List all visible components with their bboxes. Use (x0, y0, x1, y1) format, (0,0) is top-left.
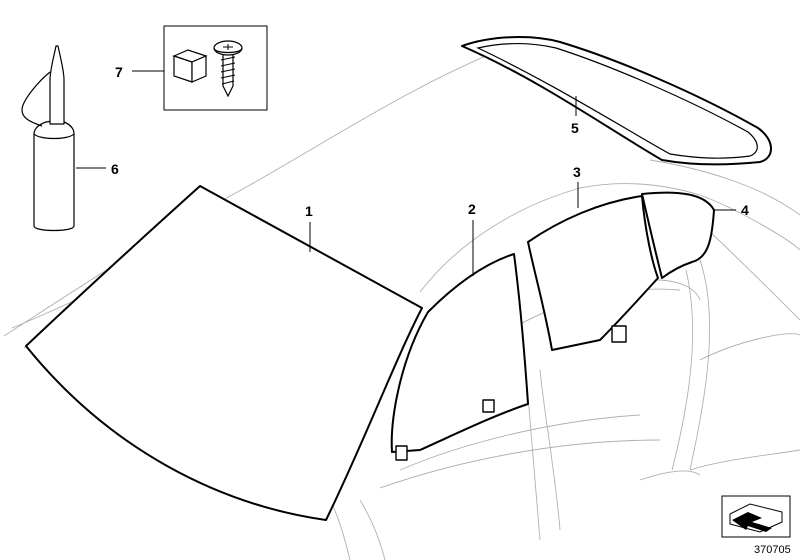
rear-door-glass-part[interactable] (527, 195, 659, 351)
car-body-outline (3, 41, 800, 560)
car-orientation-arrow-icon[interactable] (721, 495, 791, 538)
spacer-block-icon (172, 49, 208, 83)
callout-rear-quarter-glass: 4 (741, 202, 749, 218)
mounting-kit-icon[interactable] (163, 25, 268, 111)
glass-clip-icon (395, 445, 408, 461)
callout-windscreen: 1 (305, 203, 313, 219)
callout-front-door-glass: 2 (468, 201, 476, 217)
rear-window-part[interactable] (461, 36, 772, 166)
glass-clip-icon (482, 399, 495, 413)
rear-quarter-glass-part[interactable] (641, 191, 715, 279)
callout-rear-window: 5 (571, 120, 579, 136)
glass-clip-icon (611, 325, 627, 343)
callout-adhesive-bottle: 6 (111, 161, 119, 177)
callout-mounting-kit: 7 (115, 64, 123, 80)
front-door-glass-part[interactable] (390, 253, 529, 461)
callout-rear-door-glass: 3 (573, 164, 581, 180)
screw-icon (213, 40, 243, 98)
windscreen-part[interactable] (25, 185, 423, 521)
reference-number: 370705 (754, 544, 791, 556)
adhesive-bottle-icon[interactable] (21, 45, 75, 232)
leader-lines (76, 70, 736, 276)
